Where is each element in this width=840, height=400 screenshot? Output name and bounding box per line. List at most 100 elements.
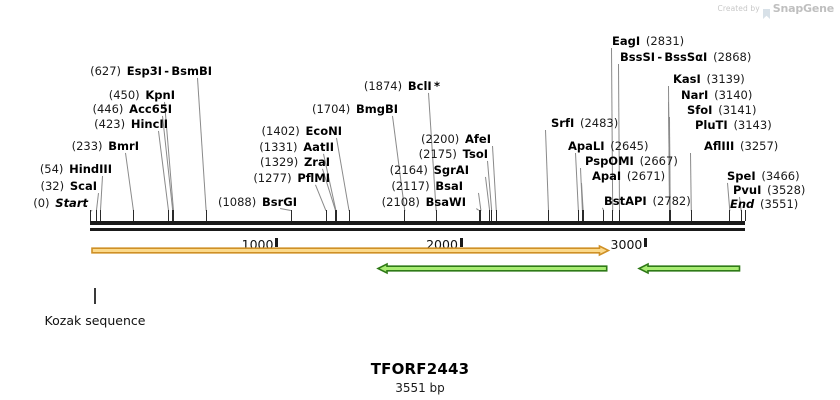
enzyme-name: End	[730, 197, 755, 211]
site-tick-bstapi	[603, 210, 604, 221]
site-position: (3143)	[733, 118, 772, 132]
restriction-site-label-afliii[interactable]: AflIII (3257)	[704, 140, 778, 152]
site-position: (627)	[90, 64, 122, 78]
site-position: (3139)	[706, 72, 745, 86]
restriction-site-label-end[interactable]: End (3551)	[730, 198, 798, 210]
site-tick-scai	[96, 210, 97, 221]
site-tick-bmgbi	[404, 210, 405, 221]
restriction-site-label-esp3i[interactable]: (627) Esp3I - BsmBI	[90, 65, 212, 77]
sequence-name: TFORF2443	[370, 360, 470, 378]
feature-arrow-fragment-green-left[interactable]	[375, 262, 608, 275]
restriction-site-label-pspomi[interactable]: PspOMI (2667)	[585, 155, 678, 167]
site-tick-tsoi	[491, 210, 492, 221]
restriction-site-label-bmri[interactable]: (233) BmrI	[72, 140, 139, 152]
ruler-tick-mark-3000	[644, 238, 648, 247]
snapgene-bookmark-icon	[762, 4, 770, 19]
restriction-site-label-kasi[interactable]: KasI (3139)	[673, 73, 745, 85]
site-tick-apali	[578, 210, 579, 221]
enzyme-name: KasI	[673, 72, 701, 86]
feature-arrow-orf-orange[interactable]	[91, 244, 611, 257]
site-position: (2200)	[421, 132, 460, 146]
enzyme-name: PluTI	[695, 118, 728, 132]
enzyme-name: PflMI	[297, 171, 330, 185]
restriction-site-label-start[interactable]: (0) Start	[33, 197, 88, 209]
site-position: (1088)	[218, 195, 257, 209]
site-tick-pluti	[670, 210, 671, 221]
restriction-site-label-spei[interactable]: SpeI (3466)	[727, 170, 800, 182]
site-position: (1874)	[363, 79, 403, 93]
enzyme-name: HindIII	[69, 162, 112, 176]
leader-line-apali	[575, 152, 579, 211]
site-tick-kpni	[173, 210, 174, 221]
site-position: (2831)	[645, 34, 685, 48]
restriction-site-label-bsai[interactable]: (2117) BsaI	[391, 180, 463, 192]
restriction-site-label-acc65i[interactable]: (446) Acc65I	[92, 103, 172, 115]
site-position: (2782)	[652, 194, 691, 208]
site-tick-pflmi	[326, 210, 327, 221]
restriction-site-label-afei[interactable]: (2200) AfeI	[421, 133, 491, 145]
sequence-length: 3551 bp	[395, 381, 445, 395]
feature-arrow-fragment-green-right[interactable]	[636, 262, 741, 275]
restriction-site-label-apali[interactable]: ApaLI (2645)	[568, 140, 649, 152]
enzyme-name-alt: BsmBI	[171, 64, 212, 78]
restriction-site-label-apai[interactable]: ApaI (2671)	[592, 170, 665, 182]
restriction-site-label-bsawi[interactable]: (2108) BsaWI	[382, 196, 466, 208]
enzyme-name: TsoI	[462, 147, 488, 161]
restriction-site-label-bsssi[interactable]: BssSI - BssSαI (2868)	[620, 51, 751, 63]
site-tick-hincii	[168, 210, 169, 221]
leader-line-bmri	[125, 152, 134, 211]
kozak-sequence-tick	[94, 288, 96, 304]
restriction-site-label-bcli[interactable]: (1874) BclI *	[364, 80, 440, 92]
leader-line-afei	[492, 145, 497, 211]
enzyme-name: BmrI	[108, 139, 139, 153]
site-position: (446)	[92, 102, 124, 116]
restriction-site-label-hindiii[interactable]: (54) HindIII	[40, 163, 112, 175]
site-position: (3528)	[767, 183, 806, 197]
ruler-bar-lower	[90, 228, 745, 231]
leader-line-econi	[336, 137, 350, 211]
restriction-site-label-pluti[interactable]: PluTI (3143)	[695, 119, 772, 131]
enzyme-name: BsaWI	[425, 195, 466, 209]
restriction-site-label-eagi[interactable]: EagI (2831)	[612, 35, 684, 47]
restriction-site-label-scai[interactable]: (32) ScaI	[41, 180, 98, 192]
restriction-site-label-aatii[interactable]: (1331) AatII	[259, 141, 334, 153]
site-tick-sfoi	[669, 210, 670, 221]
restriction-site-label-econi[interactable]: (1402) EcoNI	[262, 125, 342, 137]
restriction-site-label-pflmi[interactable]: (1277) PflMI	[253, 172, 330, 184]
site-tick-afei	[496, 210, 497, 221]
site-position: (2868)	[713, 50, 752, 64]
restriction-site-label-zrai[interactable]: (1329) ZraI	[260, 156, 330, 168]
site-tick-bsssi	[619, 210, 620, 221]
enzyme-name: Start	[55, 196, 88, 210]
restriction-site-label-bmgbi[interactable]: (1704) BmgBI	[312, 103, 398, 115]
restriction-site-label-hincii[interactable]: (423) HincII	[94, 118, 168, 130]
enzyme-name: EcoNI	[305, 124, 342, 138]
star-activity-marker: *	[431, 79, 440, 93]
restriction-site-label-bstapi[interactable]: BstAPI (2782)	[604, 195, 691, 207]
snapgene-watermark: Created by SnapGene	[718, 2, 834, 19]
restriction-site-label-kpni[interactable]: (450) KpnI	[109, 89, 175, 101]
site-tick-apai	[583, 210, 584, 221]
restriction-site-label-tsoi[interactable]: (2175) TsoI	[419, 148, 488, 160]
site-position: (3466)	[761, 169, 800, 183]
site-tick-pvui	[741, 210, 742, 221]
enzyme-name: PvuI	[733, 183, 762, 197]
restriction-site-label-sfoi[interactable]: SfoI (3141)	[687, 104, 756, 116]
site-position: (0)	[33, 196, 50, 210]
ruler-bar-upper	[90, 221, 745, 225]
site-position: (1277)	[253, 171, 292, 185]
restriction-site-label-srfi[interactable]: SrfI (2483)	[551, 117, 618, 129]
leader-line-bsssi	[618, 63, 621, 211]
enzyme-name: ApaLI	[568, 139, 605, 153]
ruler-tick-mark-2000	[459, 238, 463, 247]
restriction-site-label-bsrgi[interactable]: (1088) BsrGI	[218, 196, 297, 208]
site-tick-spei	[729, 210, 730, 221]
restriction-site-label-sgrai[interactable]: (2164) SgrAI	[390, 164, 469, 176]
restriction-site-label-nari[interactable]: NarI (3140)	[681, 89, 752, 101]
enzyme-name: EagI	[612, 34, 641, 48]
enzyme-name: BmgBI	[355, 102, 398, 116]
restriction-site-label-pvui[interactable]: PvuI (3528)	[733, 184, 805, 196]
leader-line-scai	[95, 193, 99, 212]
site-position: (233)	[71, 139, 103, 153]
